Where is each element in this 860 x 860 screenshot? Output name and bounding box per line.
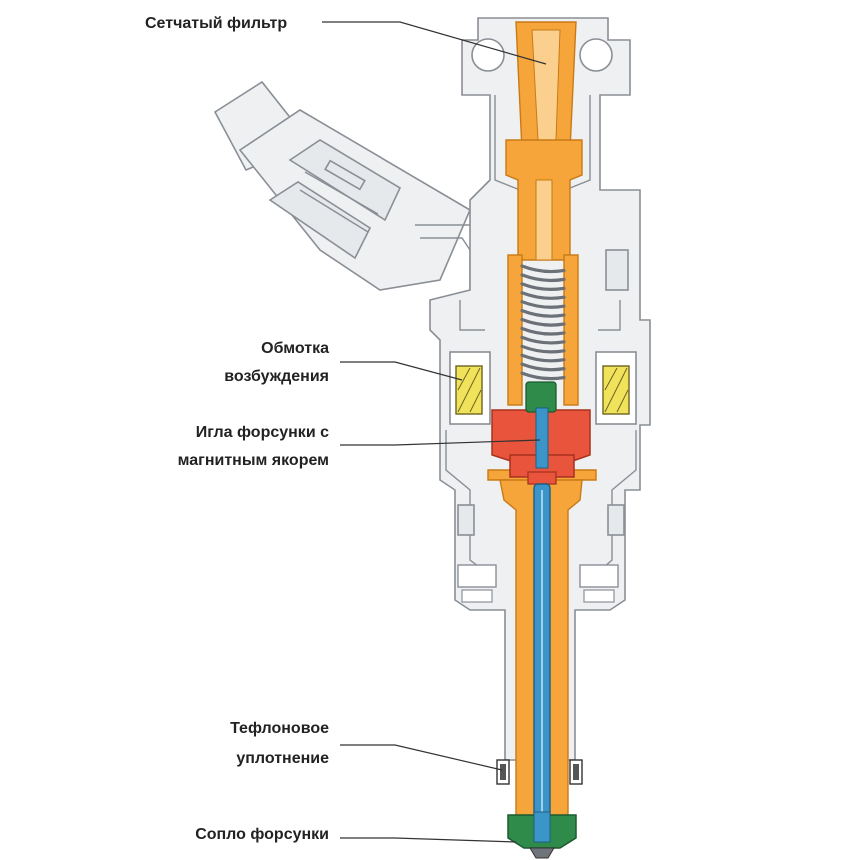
spring-coil-turn: [520, 291, 566, 300]
return-spring: [520, 264, 566, 381]
spring-coil-turn: [520, 264, 566, 274]
callout-labels: Сетчатый фильтр Обмотка возбуждения Игла…: [145, 15, 329, 843]
spring-coil-turn: [520, 317, 566, 327]
nozzle-tip: [507, 811, 577, 859]
spring-coil-turn: [520, 362, 566, 372]
injector-needle: [533, 407, 551, 837]
label-nozzle: Сопло форсунки: [195, 826, 329, 843]
spring-coil-turn: [520, 344, 566, 354]
spring-coil-turn: [520, 309, 566, 318]
spring-coil-turn: [520, 326, 566, 336]
label-teflon-line1: Тефлоновое: [230, 720, 329, 737]
spring-coil-turn: [520, 300, 566, 309]
leader-nozzle: [340, 837, 517, 843]
leader-coil: [340, 361, 463, 381]
electrical-connector: [213, 80, 481, 300]
label-teflon-line2: уплотнение: [236, 750, 329, 767]
leader-needle: [340, 439, 541, 446]
spring-coil-turn: [520, 273, 566, 283]
label-needle-line1: Игла форсунки с: [196, 424, 329, 441]
spring-coil-turn: [520, 335, 566, 345]
spring-coil-turn: [520, 371, 566, 381]
spring-coil-turn: [520, 282, 566, 291]
teflon-seal: [496, 759, 583, 785]
leader-filter: [322, 21, 547, 65]
label-coil-line2: возбуждения: [224, 368, 329, 385]
spring-coil-turn: [520, 353, 566, 363]
coil-cavities: [449, 351, 637, 425]
label-filter: Сетчатый фильтр: [145, 15, 287, 32]
leader-teflon: [340, 744, 503, 771]
leader-lines: [322, 21, 547, 843]
label-coil-line1: Обмотка: [261, 340, 329, 357]
label-needle-line2: магнитным якорем: [178, 452, 329, 469]
